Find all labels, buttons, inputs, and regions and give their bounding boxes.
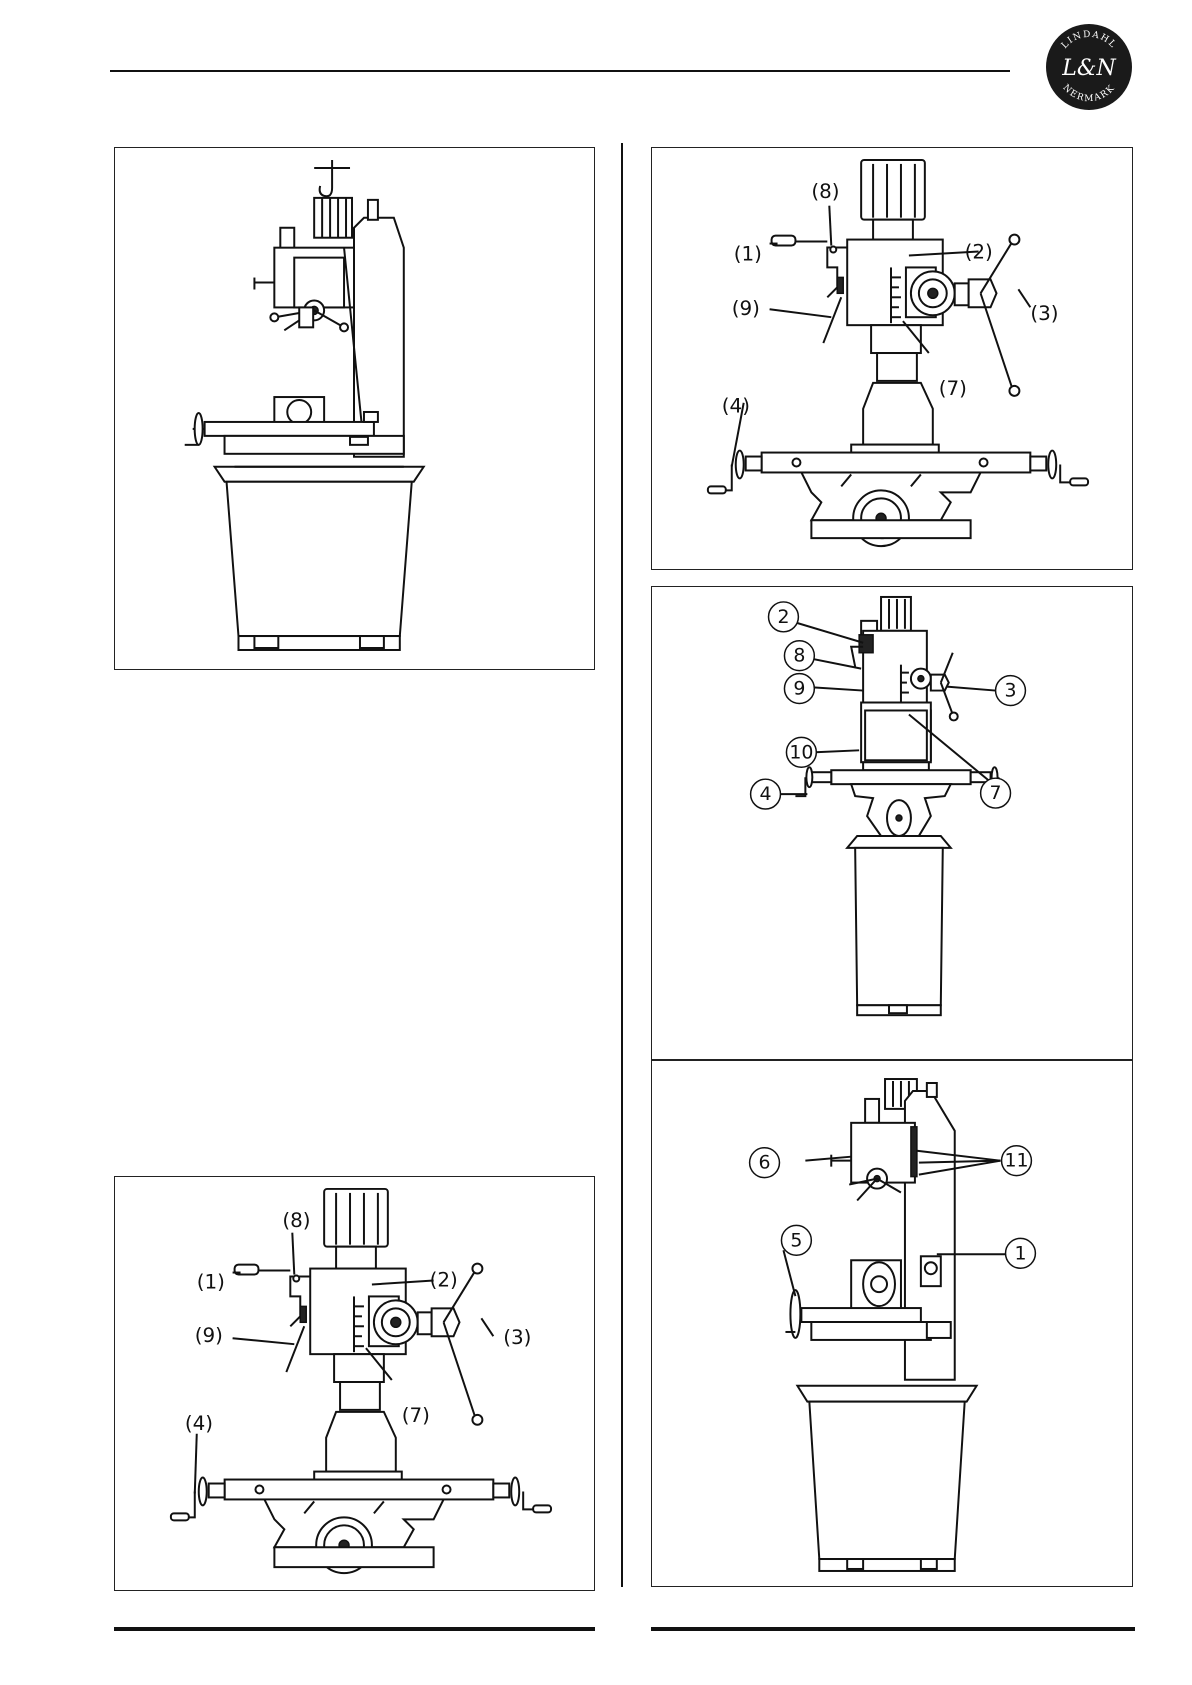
circled-label-4: 4 bbox=[751, 779, 781, 809]
label-7: (7) bbox=[939, 377, 967, 400]
circled-label-2: 2 bbox=[769, 602, 799, 632]
label-9: (9) bbox=[732, 297, 760, 320]
figure-top-right: (8) (1) (2) (9) (3) (7) (4) bbox=[651, 147, 1133, 570]
mill-side-view-illustration bbox=[115, 148, 594, 669]
svg-text:3: 3 bbox=[1004, 680, 1016, 702]
figure-middle-right: 2 8 9 3 10 7 4 bbox=[651, 586, 1133, 1060]
circled-label-7: 7 bbox=[981, 778, 1011, 808]
figure-bottom-left: (8) (1) (2) (9) (3) (7) (4) bbox=[114, 1176, 595, 1591]
label-3: (3) bbox=[503, 1326, 531, 1349]
svg-text:2: 2 bbox=[777, 606, 789, 628]
circled-label-11: 11 bbox=[1002, 1146, 1032, 1176]
svg-text:8: 8 bbox=[793, 645, 805, 667]
circled-label-1: 1 bbox=[1006, 1238, 1036, 1268]
brand-logo: LINDAHL NERMARK L&N bbox=[1045, 23, 1133, 111]
label-8: (8) bbox=[811, 180, 839, 203]
mill-side-circled-illustration: 6 11 5 1 bbox=[652, 1061, 1132, 1586]
svg-text:5: 5 bbox=[790, 1229, 802, 1251]
mill-front-view-illustration: (8) (1) (2) (9) (3) (7) (4) bbox=[652, 148, 1132, 569]
svg-text:4: 4 bbox=[760, 783, 772, 805]
label-2: (2) bbox=[430, 1268, 458, 1291]
svg-text:10: 10 bbox=[789, 741, 813, 763]
circled-label-6: 6 bbox=[750, 1148, 780, 1178]
circled-label-3: 3 bbox=[996, 676, 1026, 706]
footer-rule-left bbox=[114, 1627, 595, 1631]
header-rule bbox=[110, 70, 1010, 72]
mill-front-circled-illustration: 2 8 9 3 10 7 4 bbox=[652, 587, 1132, 1059]
label-3: (3) bbox=[1030, 302, 1058, 325]
label-9: (9) bbox=[195, 1324, 223, 1347]
label-4: (4) bbox=[722, 395, 750, 418]
circled-label-5: 5 bbox=[781, 1225, 811, 1255]
label-1: (1) bbox=[197, 1270, 225, 1293]
circled-label-8: 8 bbox=[784, 641, 814, 671]
label-2: (2) bbox=[965, 240, 993, 263]
svg-text:11: 11 bbox=[1004, 1150, 1028, 1172]
logo-monogram: L&N bbox=[1061, 56, 1116, 81]
svg-text:1: 1 bbox=[1014, 1242, 1026, 1264]
svg-text:7: 7 bbox=[990, 782, 1002, 804]
svg-text:6: 6 bbox=[759, 1152, 771, 1174]
label-4: (4) bbox=[185, 1412, 213, 1435]
figure-bottom-right: 6 11 5 1 bbox=[651, 1060, 1133, 1587]
label-1: (1) bbox=[734, 242, 762, 265]
circled-label-9: 9 bbox=[784, 674, 814, 704]
footer-rule-right bbox=[651, 1627, 1135, 1631]
mill-front-view-illustration-2: (8) (1) (2) (9) (3) (7) (4) bbox=[115, 1177, 594, 1590]
circled-label-10: 10 bbox=[786, 737, 816, 767]
label-8: (8) bbox=[282, 1209, 310, 1232]
column-divider bbox=[621, 143, 623, 1587]
figure-top-left bbox=[114, 147, 595, 670]
svg-text:9: 9 bbox=[793, 678, 805, 700]
label-7: (7) bbox=[402, 1404, 430, 1427]
